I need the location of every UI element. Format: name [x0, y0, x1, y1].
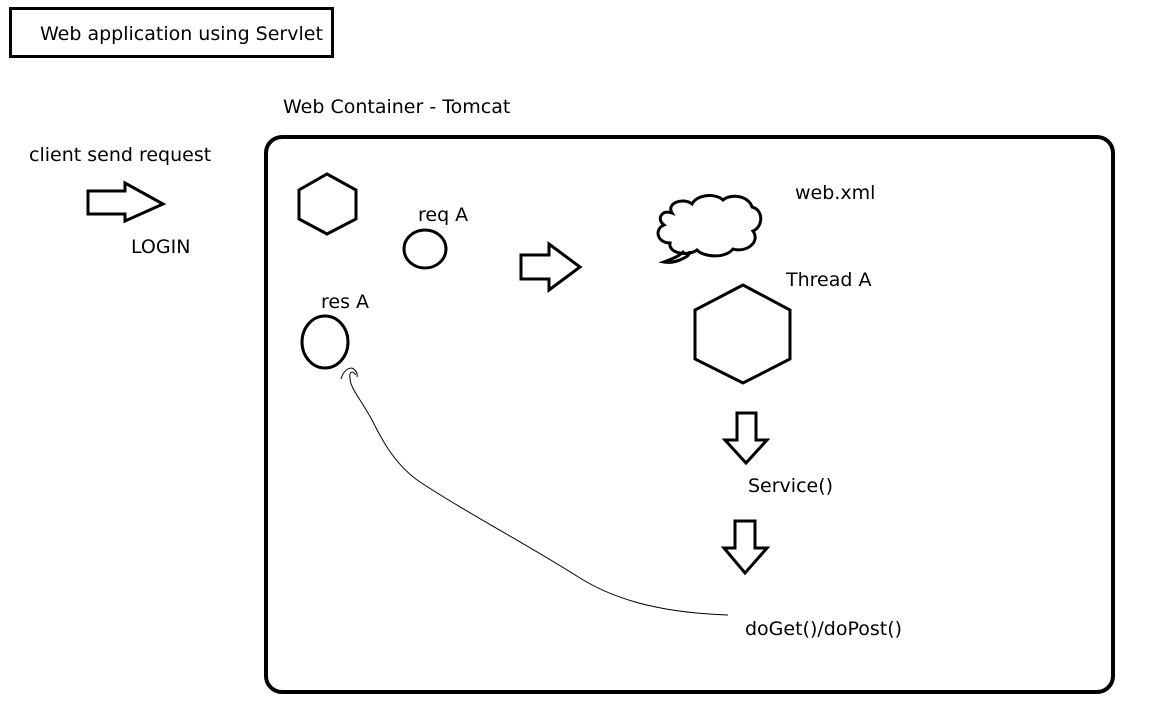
- res-a-label: res A: [321, 291, 370, 313]
- service-label: Service(): [748, 475, 834, 497]
- req-a-label: req A: [418, 204, 469, 226]
- web-container-box: [264, 135, 1115, 694]
- client-label: client send request: [29, 144, 212, 166]
- small-hexagon: [297, 172, 358, 236]
- container-label: Web Container - Tomcat: [283, 96, 511, 118]
- client-request-arrow: [86, 180, 167, 224]
- thread-a-hexagon: [693, 283, 792, 385]
- doget-dopost-label: doGet()/doPost(): [745, 618, 903, 640]
- diagram-title: Web application using Servlet: [40, 23, 323, 45]
- webxml-label: web.xml: [795, 182, 876, 204]
- req-a-circle: [402, 228, 448, 270]
- req-to-webxml-arrow: [519, 241, 583, 293]
- service-to-doget-arrow: [720, 519, 771, 576]
- webxml-cloud-tail: [658, 249, 692, 264]
- response-return-curve: [349, 371, 729, 616]
- title-box: Web application using Servlet: [9, 7, 334, 58]
- login-label: LOGIN: [131, 236, 191, 258]
- response-return-curve-head: [340, 367, 358, 380]
- thread-a-label: Thread A: [786, 269, 872, 291]
- webxml-cloud: [656, 194, 763, 258]
- res-a-circle: [300, 314, 350, 370]
- thread-to-service-arrow: [721, 411, 771, 466]
